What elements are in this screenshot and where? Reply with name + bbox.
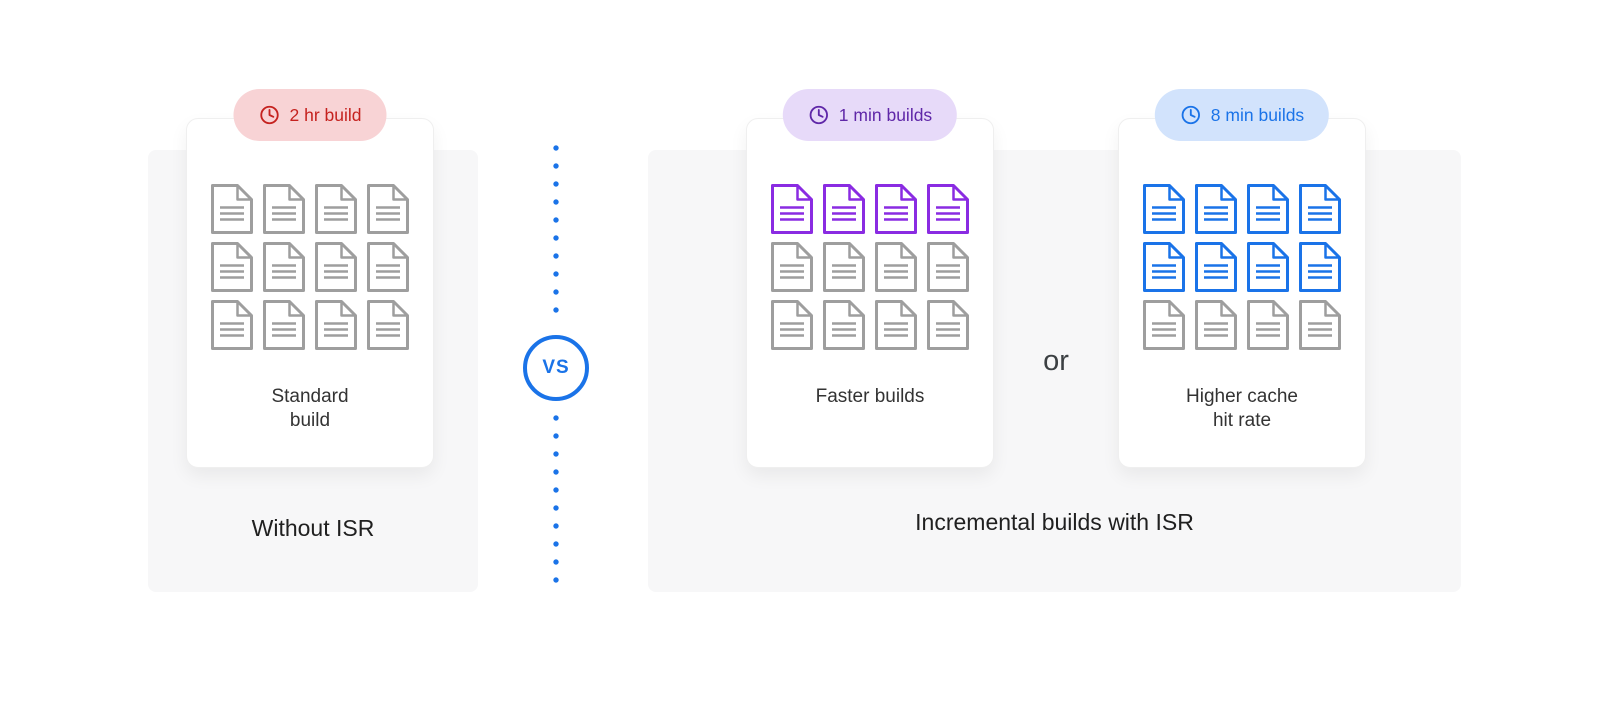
higher-cache-hit-rate-card: 8 min builds Higher cache hit rate [1118, 89, 1366, 468]
document-icon [823, 184, 865, 234]
document-icon [1195, 300, 1237, 350]
document-grid [747, 183, 993, 351]
document-icon [1143, 184, 1185, 234]
vs-badge: VS [523, 335, 589, 401]
document-icon [823, 300, 865, 350]
document-icon [315, 242, 357, 292]
document-icon [771, 300, 813, 350]
card-label: Higher cache hit rate [1119, 385, 1365, 433]
card-label-line: hit rate [1212, 410, 1272, 431]
document-icon [927, 184, 969, 234]
document-icon [1247, 184, 1289, 234]
document-icon [1299, 242, 1341, 292]
document-icon [1195, 184, 1237, 234]
document-icon [367, 300, 409, 350]
build-time-badge: 2 hr build [233, 89, 387, 141]
card-label-line: Faster builds [815, 386, 925, 407]
or-label: or [1043, 345, 1069, 377]
document-icon [927, 242, 969, 292]
document-icon [1299, 184, 1341, 234]
faster-builds-card: 1 min builds Faster builds [746, 89, 994, 468]
document-icon [367, 242, 409, 292]
document-icon [875, 184, 917, 234]
clock-icon [809, 105, 828, 125]
document-icon [875, 242, 917, 292]
document-icon [263, 184, 305, 234]
document-icon [1247, 300, 1289, 350]
document-icon [771, 184, 813, 234]
document-icon [1247, 242, 1289, 292]
document-icon [211, 184, 253, 234]
without-isr-label: Without ISR [251, 515, 375, 541]
badge-label: 2 hr build [289, 104, 362, 125]
document-icon [263, 242, 305, 292]
standard-build-card: 2 hr build Standard build [186, 89, 434, 468]
document-icon [211, 300, 253, 350]
document-icon [1143, 242, 1185, 292]
build-time-badge: 8 min builds [1154, 89, 1330, 141]
card-label: Faster builds [747, 385, 993, 409]
badge-label: 1 min builds [838, 104, 933, 125]
card-label: Standard build [187, 385, 433, 433]
document-icon [1195, 242, 1237, 292]
card-label-line: Higher cache [1186, 386, 1298, 407]
card-label-line: Standard [271, 386, 349, 407]
badge-label: 8 min builds [1210, 104, 1305, 125]
document-grid [1119, 183, 1365, 351]
vs-label: VS [542, 357, 570, 378]
clock-icon [1181, 105, 1200, 125]
document-icon [771, 242, 813, 292]
document-icon [927, 300, 969, 350]
document-grid [187, 183, 433, 351]
document-icon [315, 300, 357, 350]
card-label-line: build [289, 410, 331, 431]
document-icon [315, 184, 357, 234]
document-icon [1299, 300, 1341, 350]
document-icon [875, 300, 917, 350]
document-icon [823, 242, 865, 292]
document-icon [367, 184, 409, 234]
clock-icon [260, 105, 279, 125]
with-isr-label: Incremental builds with ISR [915, 509, 1194, 535]
build-time-badge: 1 min builds [782, 89, 958, 141]
document-icon [1143, 300, 1185, 350]
document-icon [263, 300, 305, 350]
document-icon [211, 242, 253, 292]
